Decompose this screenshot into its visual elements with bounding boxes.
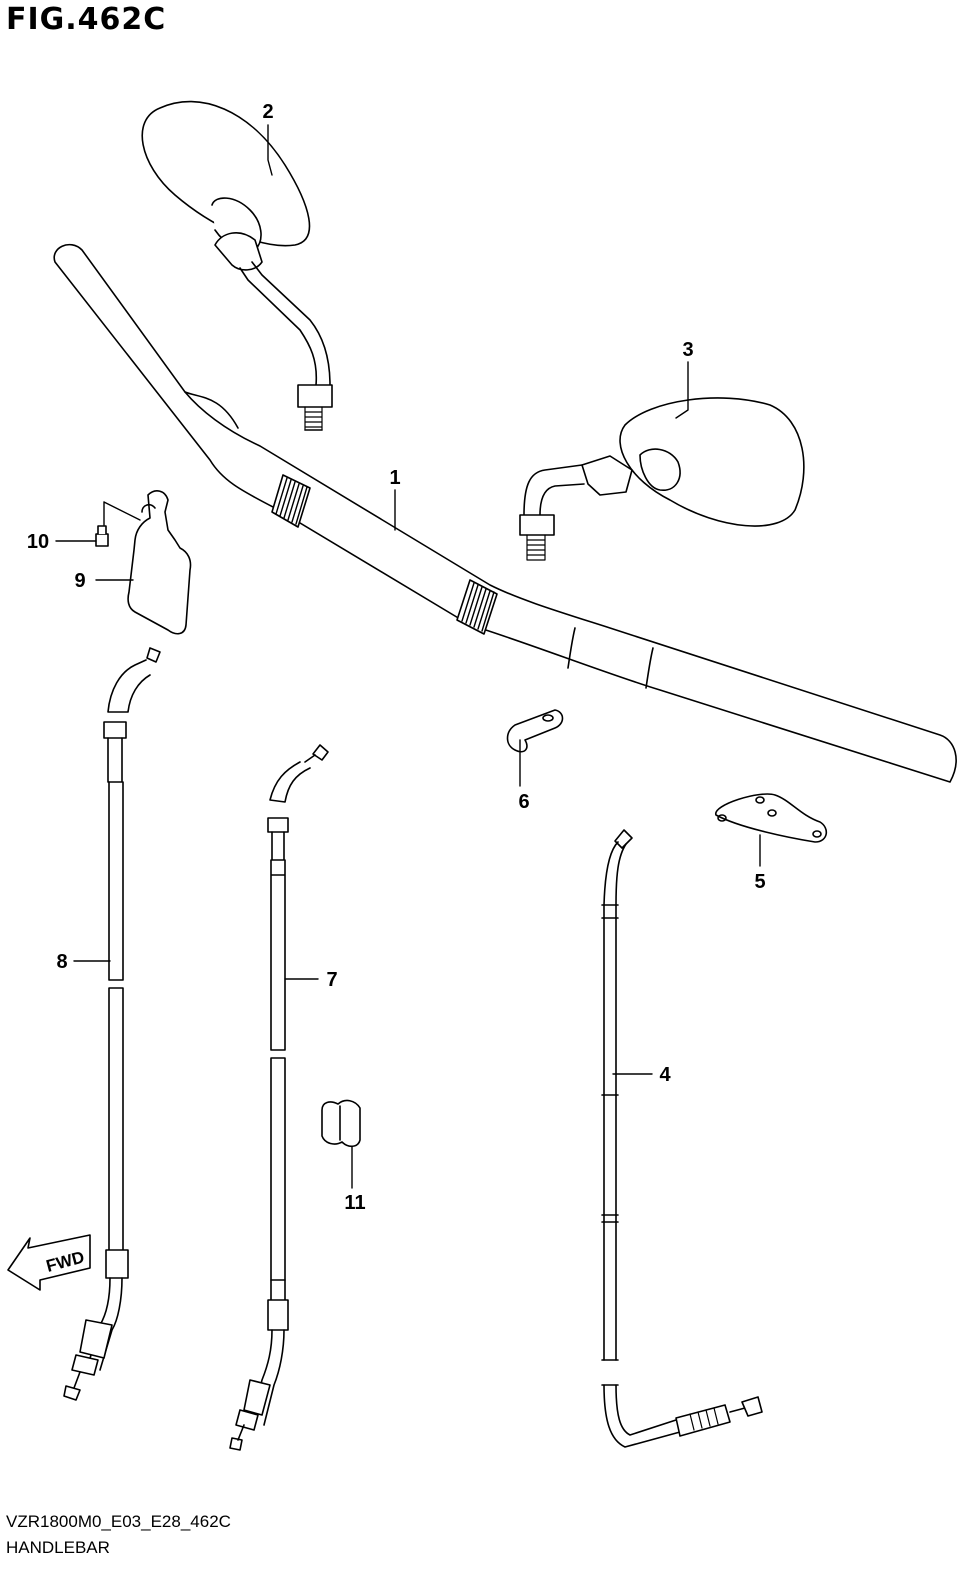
clamp-band-right	[456, 579, 498, 635]
mirror-left-part[interactable]	[141, 100, 333, 431]
screw-part[interactable]	[95, 525, 109, 547]
handlebar-part[interactable]	[53, 244, 957, 783]
leader-lines	[55, 124, 761, 1189]
throttle-cable-2-part[interactable]	[229, 744, 329, 1451]
throttle-cable-1-part[interactable]	[63, 647, 161, 1401]
callout-10[interactable]: 10	[27, 531, 49, 553]
mirror-right-part[interactable]	[519, 397, 805, 561]
callout-7[interactable]: 7	[326, 969, 337, 991]
callout-8[interactable]: 8	[56, 951, 67, 973]
callout-9[interactable]: 9	[74, 570, 85, 592]
fwd-arrow: FWD	[7, 1234, 91, 1291]
callout-3[interactable]: 3	[682, 339, 693, 361]
callout-6[interactable]: 6	[518, 791, 529, 813]
clamp-part[interactable]	[506, 709, 564, 753]
figure-name: HANDLEBAR	[6, 1538, 110, 1557]
bracket-part[interactable]	[715, 793, 828, 843]
clamp-band-left	[271, 474, 311, 528]
plate-part[interactable]	[127, 490, 192, 635]
clutch-cable-part[interactable]	[601, 829, 763, 1448]
callout-numbers: 1 2 3 4 5 6 7 8 9 10 11	[27, 101, 766, 1214]
callout-2[interactable]: 2	[262, 101, 273, 123]
callout-4[interactable]: 4	[659, 1064, 671, 1086]
callout-11[interactable]: 11	[344, 1192, 365, 1214]
callout-5[interactable]: 5	[754, 871, 765, 893]
figure-title: FIG.462C	[6, 2, 167, 37]
figure-code: VZR1800M0_E03_E28_462C	[6, 1512, 231, 1531]
clip-part[interactable]	[321, 1099, 361, 1148]
callout-1[interactable]: 1	[389, 467, 400, 489]
